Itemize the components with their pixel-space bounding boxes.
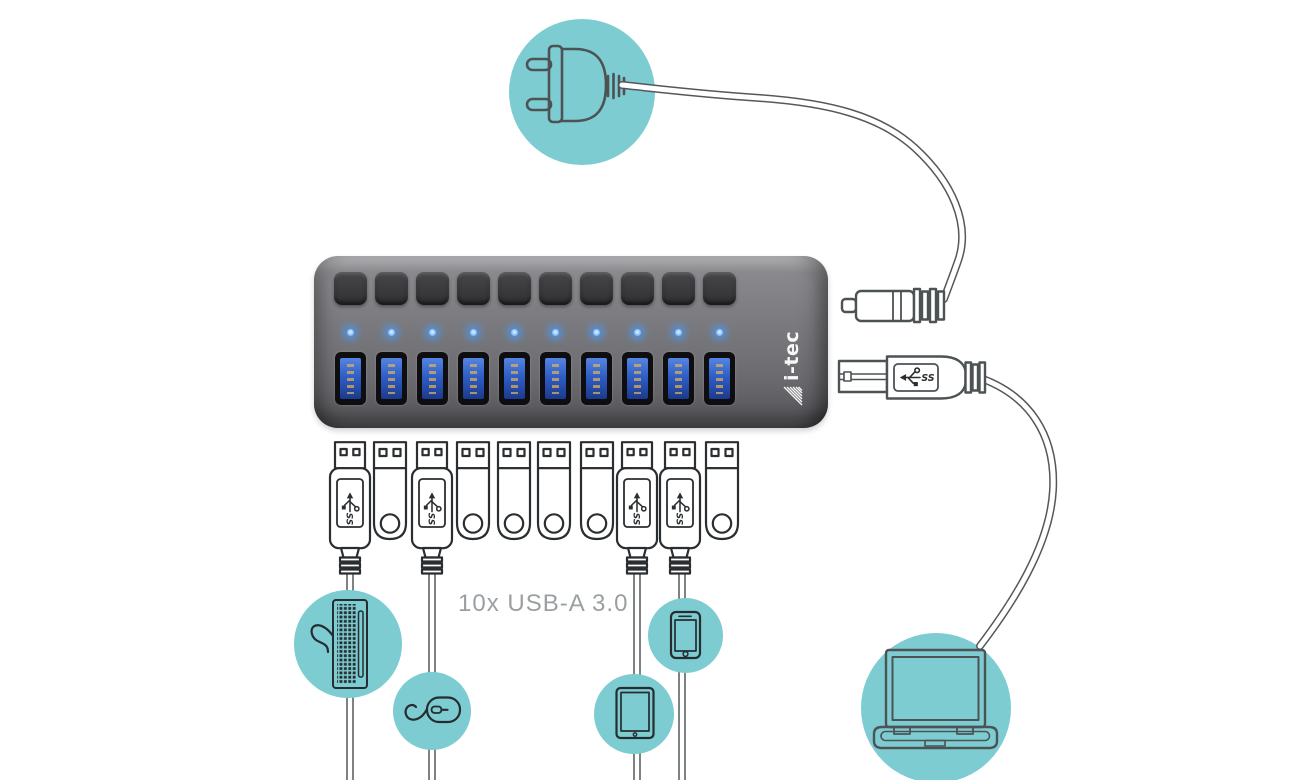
laptop-circle <box>861 633 1011 780</box>
usb-port <box>334 352 366 405</box>
usb-port-pins <box>387 364 395 394</box>
flash-drive <box>704 441 740 541</box>
usb-b-plug <box>837 355 987 400</box>
ports-caption: 10x USB-A 3.0 <box>458 590 629 617</box>
usb-port-pins <box>346 364 354 394</box>
usb-port-pins <box>633 364 641 394</box>
usb-cable-plug <box>410 441 454 575</box>
dc-barrel-jack <box>840 287 946 324</box>
usb-port-pins <box>428 364 436 394</box>
usb-cable-plug <box>328 441 372 575</box>
usb-port-pins <box>551 364 559 394</box>
port-led <box>551 329 559 336</box>
power-button <box>661 272 695 305</box>
power-button <box>497 272 531 305</box>
port-led <box>387 329 395 336</box>
port-led <box>469 329 477 336</box>
power-button <box>702 272 736 305</box>
port-led <box>674 329 682 336</box>
usb-port-pins <box>715 364 723 394</box>
mouse-circle <box>393 672 471 750</box>
usb-port-pins <box>469 364 477 394</box>
itec-logo: i-tec <box>770 320 814 408</box>
hub-body: i-tec <box>314 256 828 428</box>
port-led <box>715 329 723 336</box>
power-button <box>620 272 654 305</box>
port-led <box>428 329 436 336</box>
usb-port <box>498 352 530 405</box>
port-led <box>346 329 354 336</box>
usb-cable-plug <box>658 441 702 575</box>
power-button <box>333 272 367 305</box>
port-led <box>592 329 600 336</box>
usb-cable-plug <box>615 441 659 575</box>
power-button <box>456 272 490 305</box>
usb-port-pins <box>510 364 518 394</box>
flash-drive <box>496 441 532 541</box>
flash-drive <box>455 441 491 541</box>
itec-logo-text: i-tec <box>781 330 803 381</box>
usb-port <box>580 352 612 405</box>
tablet-circle <box>594 674 674 754</box>
power-button <box>374 272 408 305</box>
keyboard-circle <box>294 590 402 698</box>
flash-drive <box>579 441 615 541</box>
power-button <box>415 272 449 305</box>
smartphone-circle <box>648 598 723 673</box>
port-led <box>510 329 518 336</box>
itec-logo-mark <box>783 386 803 406</box>
usb-port <box>375 352 407 405</box>
usb-port <box>621 352 653 405</box>
usb-port <box>457 352 489 405</box>
usb-port-pins <box>674 364 682 394</box>
usb-port <box>416 352 448 405</box>
usb-port <box>539 352 571 405</box>
power-button <box>538 272 572 305</box>
usb-port <box>662 352 694 405</box>
power-button <box>579 272 613 305</box>
port-led <box>633 329 641 336</box>
power-plug-circle <box>509 19 655 165</box>
usb-port-pins <box>592 364 600 394</box>
flash-drive <box>372 441 408 541</box>
flash-drive <box>536 441 572 541</box>
usb-port <box>703 352 735 405</box>
